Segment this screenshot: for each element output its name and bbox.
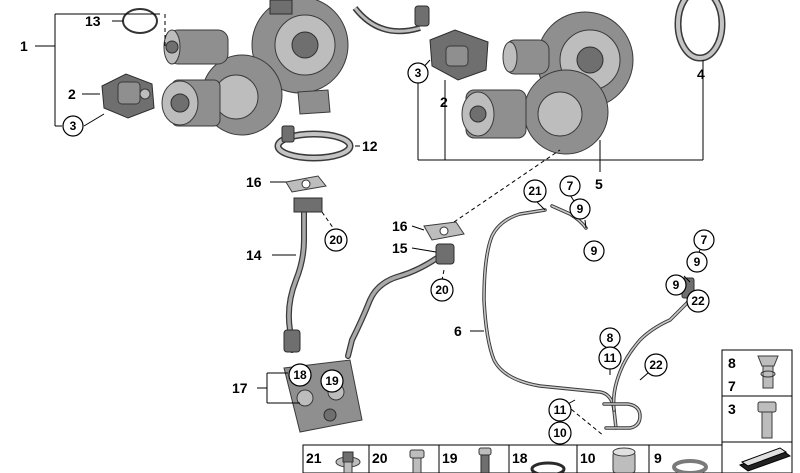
callout-4: 4	[697, 66, 705, 82]
o-ring-part-13[interactable]	[122, 8, 158, 34]
callout-text: 13	[85, 13, 101, 29]
callout-11-upper: 11	[598, 346, 622, 370]
socket-bolt-icon	[757, 401, 777, 439]
oil-feed-pipe-part-6[interactable]	[482, 204, 695, 430]
callout-7-right: 7	[693, 229, 715, 251]
callout-text: 19	[325, 374, 339, 388]
actuator-left-part-2[interactable]	[101, 73, 155, 119]
side-legend: 8 7 3	[721, 349, 793, 473]
callout-3-right: 3	[407, 62, 429, 84]
legend-side-label-3: 3	[728, 401, 736, 417]
callout-text: 10	[553, 426, 567, 440]
callout-text: 2	[68, 86, 76, 102]
callout-1: 1	[20, 38, 28, 54]
callout-5: 5	[595, 176, 603, 192]
seal-ring-9-icon	[672, 459, 708, 473]
callout-9-right-upper: 9	[686, 251, 708, 273]
clamp-part-4[interactable]	[674, 0, 726, 62]
callout-6: 6	[454, 323, 462, 339]
callout-8-main: 8	[599, 327, 621, 349]
legend-side-label-8: 8	[728, 355, 736, 371]
callout-14: 14	[246, 247, 262, 263]
callout-18-main: 18	[288, 363, 312, 387]
callout-2-left: 2	[68, 86, 76, 102]
clamp-part-12[interactable]	[274, 125, 354, 162]
callout-10-main: 10	[548, 421, 572, 445]
callout-text: 21	[528, 184, 542, 198]
callout-text: 3	[70, 119, 77, 133]
legend-bottom-label-18: 18	[512, 450, 528, 466]
callout-text: 7	[567, 179, 574, 193]
callout-text: 9	[591, 244, 598, 258]
callout-text: 12	[362, 138, 378, 154]
banjo-bolt-icon	[757, 355, 779, 389]
callout-text: 8	[607, 331, 614, 345]
callout-text: 5	[595, 176, 603, 192]
callout-text: 9	[694, 255, 701, 269]
turbocharger-left[interactable]	[161, 0, 349, 136]
callout-text: 20	[329, 233, 343, 247]
callout-12: 12	[362, 138, 378, 154]
callout-text: 1	[20, 38, 28, 54]
oil-return-part-15[interactable]	[345, 221, 465, 359]
callout-text: 4	[697, 66, 705, 82]
callout-19-main: 19	[320, 369, 344, 393]
oil-pipe-part-14[interactable]	[283, 197, 323, 353]
clamp-top-left[interactable]	[352, 5, 430, 35]
bolt-20-icon	[409, 449, 425, 473]
callout-text: 16	[246, 174, 262, 190]
legend-bottom-label-20: 20	[372, 450, 388, 466]
callout-text: 17	[232, 380, 248, 396]
callout-11-lower: 11	[548, 398, 572, 422]
callout-15: 15	[392, 240, 408, 256]
callout-text: 7	[701, 233, 708, 247]
bottom-legend: 21 20 19 18 10 9	[302, 444, 723, 473]
seal-ring-18-icon	[530, 461, 566, 473]
callout-9-top: 9	[569, 198, 591, 220]
legend-bottom-label-21: 21	[306, 450, 322, 466]
callout-text: 11	[604, 351, 617, 365]
callout-22-upper: 22	[686, 289, 710, 313]
callout-text: 9	[673, 278, 680, 292]
callout-7-top: 7	[559, 175, 581, 197]
callout-2-right: 2	[440, 94, 448, 110]
callout-text: 22	[691, 294, 705, 308]
callout-text: 15	[392, 240, 408, 256]
callout-9-right-lower: 9	[665, 274, 687, 296]
callout-text: 6	[454, 323, 462, 339]
gasket-part-16-left[interactable]	[285, 175, 327, 193]
callout-16-right: 16	[392, 218, 408, 234]
turbocharger-right[interactable]	[461, 11, 634, 155]
callout-text: 22	[649, 358, 663, 372]
legend-bottom-label-10: 10	[580, 450, 596, 466]
callout-text: 14	[246, 247, 262, 263]
gasket-set-icon	[738, 447, 792, 472]
callout-22-lower: 22	[644, 353, 668, 377]
callout-3-left: 3	[62, 115, 84, 137]
callout-text: 3	[415, 66, 422, 80]
callout-text: 16	[392, 218, 408, 234]
legend-side-label-7: 7	[728, 378, 736, 394]
bolt-21-icon	[335, 451, 361, 473]
sleeve-10-icon	[612, 447, 636, 473]
callout-20-left: 20	[324, 228, 348, 252]
callout-text: 11	[554, 403, 567, 417]
callout-13: 13	[85, 13, 101, 29]
callout-20-right: 20	[430, 278, 454, 302]
actuator-right-part-2[interactable]	[429, 29, 489, 81]
callout-21-main: 21	[523, 179, 547, 203]
legend-bottom-label-9: 9	[654, 450, 662, 466]
legend-bottom-label-19: 19	[442, 450, 458, 466]
callout-9-mid: 9	[583, 240, 605, 262]
callout-16-left: 16	[246, 174, 262, 190]
callout-text: 2	[440, 94, 448, 110]
bolt-19-icon	[478, 447, 492, 473]
callout-text: 18	[293, 368, 307, 382]
callout-17: 17	[232, 380, 248, 396]
callout-text: 9	[577, 202, 584, 216]
callout-text: 20	[435, 283, 449, 297]
